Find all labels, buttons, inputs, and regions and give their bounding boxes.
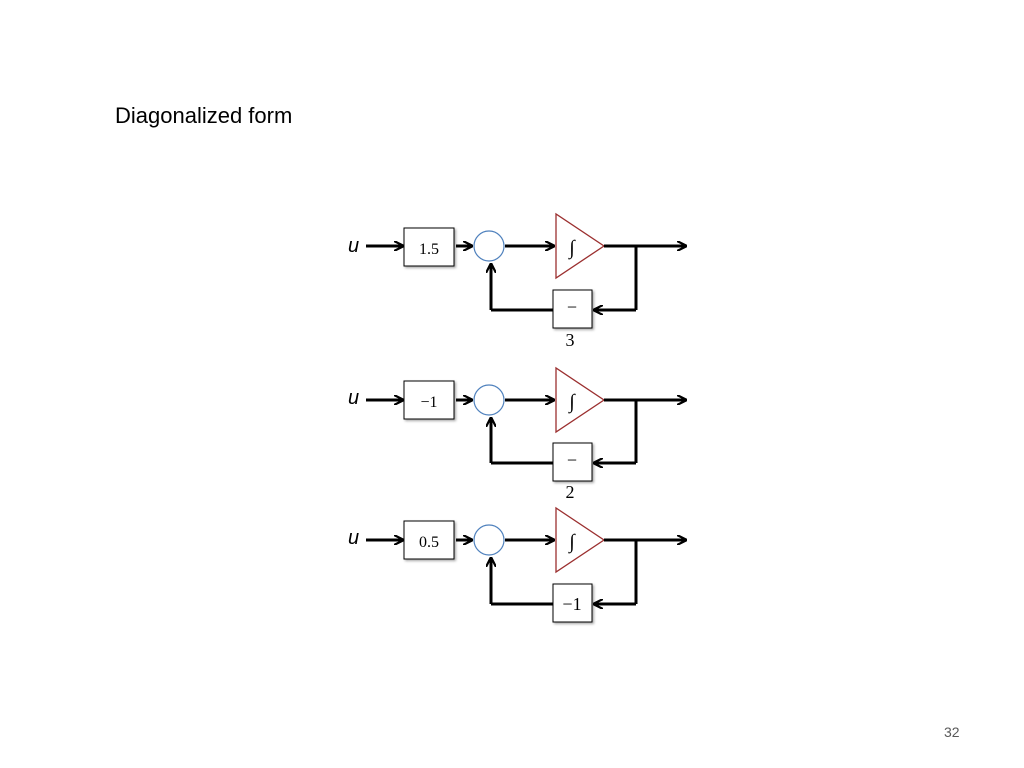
feedback-gain-sign: − (567, 297, 577, 317)
input-label-u: u (348, 527, 359, 549)
feedback-gain-block (552, 442, 593, 482)
feedback-gain-value: −1 (562, 594, 581, 614)
slide-number: 32 (944, 724, 960, 740)
integral-symbol: ∫ (567, 237, 576, 260)
summing-junction (473, 524, 505, 556)
integrator-block (555, 366, 606, 434)
summing-junction (473, 384, 505, 416)
slide-title: Diagonalized form (115, 103, 293, 128)
input-gain-value: 1.5 (419, 241, 439, 258)
integral-symbol: ∫ (567, 531, 576, 554)
input-gain-block (403, 380, 455, 420)
input-gain-value: 0.5 (419, 534, 439, 551)
input-gain-block (403, 520, 455, 560)
integral-symbol: ∫ (567, 391, 576, 414)
input-gain-value: −1 (420, 394, 437, 411)
subsystem-1: u 1.5 ∫ − 3 (348, 212, 686, 350)
feedback-gain-block (552, 583, 593, 623)
input-label-u: u (348, 235, 359, 257)
feedback-gain-sign: − (567, 450, 577, 470)
feedback-gain-value: 3 (566, 330, 575, 350)
summing-junction (473, 230, 505, 262)
subsystem-3: u 0.5 ∫ −1 (348, 506, 686, 623)
input-label-u: u (348, 387, 359, 409)
input-gain-block (403, 227, 455, 267)
integrator-block (555, 212, 606, 280)
feedback-gain-value: 2 (566, 482, 575, 502)
subsystem-2: u −1 ∫ − 2 (348, 366, 686, 502)
integrator-block (555, 506, 606, 574)
feedback-gain-block (552, 289, 593, 329)
